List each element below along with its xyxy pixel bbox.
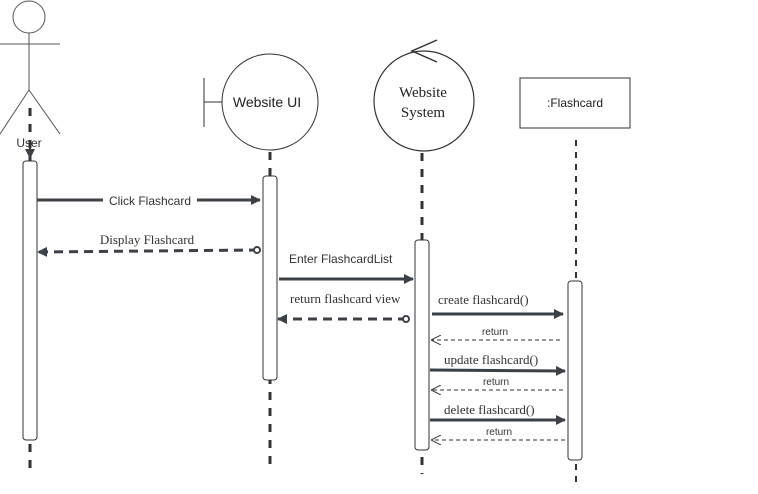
user-activation [22,160,38,441]
message-label-display-flashcard: Display Flashcard [100,232,195,247]
control-website-system [373,39,475,152]
message-label-enter-flashcardlist: Enter FlashcardList [289,252,393,266]
website-system-label-line1: Website [399,85,447,101]
actor-right-leg [28,89,61,135]
boundary-website-ui [203,53,319,151]
activation-bars [22,160,583,461]
website-ui-activation [262,175,278,381]
actor-head [12,0,46,34]
website-system-label-line2: System [401,105,446,121]
message-label-bg [103,193,197,208]
actor-user [0,0,61,135]
message-display-flashcard [37,246,262,257]
control-arrowhead [410,39,438,63]
flashcard-activation [567,280,583,461]
message-label-delete-flashcard: delete flashcard() [444,402,535,417]
website-ui-label: Website UI [233,94,301,110]
user-label: User [16,136,41,150]
boundary-circle [221,53,319,151]
flashcard-label: :Flashcard [547,96,603,110]
message-label-return-3: return [486,427,512,438]
message-label-return-1: return [482,327,508,338]
message-label-create-flashcard: create flashcard() [438,292,529,307]
message-label-return-flashcard-view: return flashcard view [290,291,401,306]
flashcard-object-box [519,77,631,129]
website-system-activation [414,239,430,451]
message-update-flashcard [429,365,566,376]
message-label-click-flashcard: Click Flashcard [109,194,191,208]
control-circle [373,50,475,152]
message-label-return-2: return [483,377,509,388]
message-label-update-flashcard: update flashcard() [444,352,538,367]
actor-left-leg [0,89,30,135]
